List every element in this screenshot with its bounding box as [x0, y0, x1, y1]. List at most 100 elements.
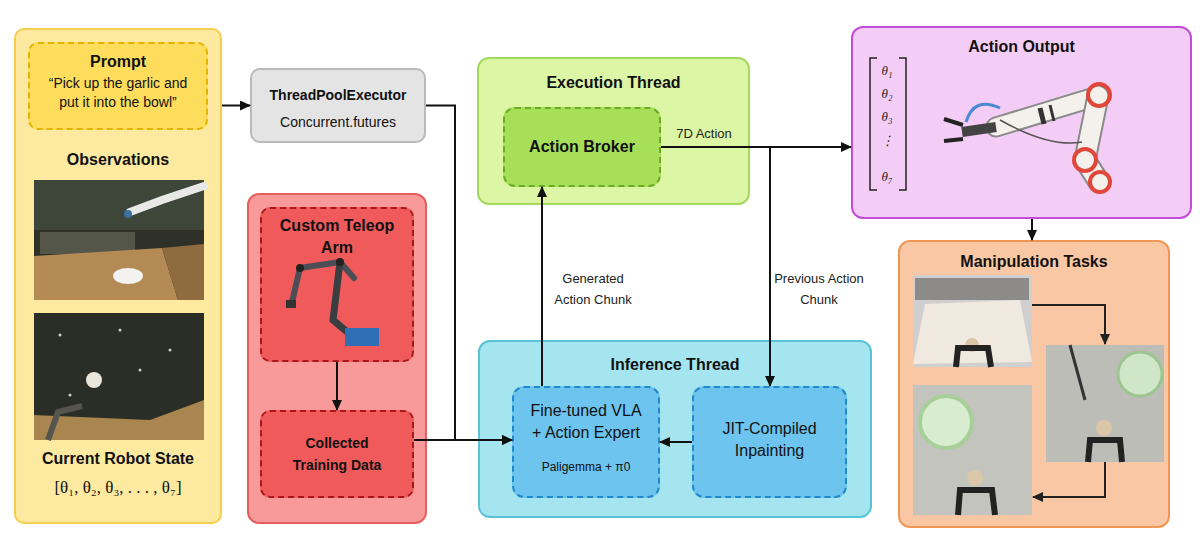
action-matrix-bracket [870, 58, 906, 190]
node-heading: Manipulation Tasks [900, 252, 1168, 272]
node-heading: Action Output [853, 37, 1190, 57]
task-photo [913, 275, 1032, 367]
task-photo [913, 300, 1032, 364]
task-photo [1046, 345, 1164, 462]
observation-photo [113, 268, 143, 284]
robot-arm-illustration [996, 96, 1098, 127]
node-text: Paligemma + π0 [514, 460, 658, 475]
observation-photo [86, 372, 102, 388]
process-box: Action Broker [503, 107, 661, 187]
model-box: Fine-tuned VLA + Action ExpertPaligemma … [512, 386, 660, 498]
task-photo [1070, 345, 1085, 400]
teleop-arm-photo [333, 262, 352, 336]
task-sequence-arrow [1032, 305, 1105, 344]
node-text: [θ₁, θ₂, θ₃, . . . , θ₇] [16, 477, 220, 498]
tasks-panel: Manipulation Tasks [898, 240, 1170, 528]
prompt-box: Prompt“Pick up the garlic and put it int… [28, 42, 208, 130]
teleop-arm-photo [292, 262, 354, 302]
robot-arm-illustration [962, 127, 996, 132]
task-photo [1118, 352, 1162, 396]
observation-photo [119, 329, 122, 332]
task-photo [965, 338, 979, 352]
node-heading: Collected Training Data [282, 432, 392, 476]
thread-panel: Inference ThreadFine-tuned VLA + Action … [478, 340, 872, 518]
task-photo [1096, 420, 1112, 436]
teleop-arm-photo [286, 258, 379, 346]
observation-photo [48, 406, 82, 440]
observation-photo [169, 349, 172, 352]
observation-photo [34, 313, 204, 440]
action-matrix-bracket [899, 58, 906, 190]
teleop-box: Custom Teleop Arm [260, 207, 414, 362]
connector-arrow [541, 187, 543, 386]
robot-arm-illustration [1040, 108, 1044, 124]
teleop-arm-photo [336, 258, 344, 266]
node-text: Current Robot State [16, 449, 220, 469]
connector-arrow [661, 146, 851, 148]
node-heading: Observations [16, 150, 220, 170]
edge-label: Previous Action Chunk [774, 268, 864, 310]
observation-photo [139, 369, 142, 372]
node-text: Concurrent.futures [252, 113, 424, 131]
robot-arm-illustration [966, 104, 1000, 122]
node-heading: JIT-Compiled Inpainting [704, 418, 835, 462]
observation-photo [34, 180, 204, 230]
connector-arrow [222, 105, 250, 107]
observation-photo [69, 394, 72, 397]
task-sequence-arrow [1033, 462, 1105, 497]
connector-arrow [660, 441, 692, 443]
input-panel: ObservationsCurrent Robot State [θ₁, θ₂, … [14, 28, 222, 524]
data-box: Collected Training Data [260, 410, 414, 498]
observation-photo [124, 210, 132, 218]
observation-photo [162, 244, 204, 300]
task-photo [1046, 345, 1164, 462]
observation-photo [130, 186, 204, 212]
teleop-arm-photo [286, 300, 296, 308]
task-photo [956, 348, 991, 367]
thread-panel: Execution ThreadAction Broker [477, 57, 750, 205]
node-heading: Action Broker [505, 137, 659, 157]
node-heading: Prompt [30, 52, 206, 72]
task-photo [958, 490, 995, 515]
node-heading: Inference Thread [480, 355, 870, 375]
observation-photo [34, 180, 204, 300]
teleop-arm-photo [345, 328, 379, 346]
node-heading: Custom Teleop Arm [272, 215, 402, 259]
action-matrix-bracket [870, 58, 877, 190]
process-box: JIT-Compiled Inpainting [692, 386, 847, 498]
robot-arm-illustration [1000, 120, 1082, 143]
observation-photo [34, 313, 204, 440]
connector-arrow [661, 147, 770, 386]
robot-arm-illustration [1085, 96, 1099, 182]
task-photo [913, 385, 1032, 515]
connector-arrow [414, 439, 512, 441]
executor-box: ThreadPoolExecutorConcurrent.futures [250, 68, 426, 143]
edge-label: Generated Action Chunk [548, 268, 638, 310]
observation-photo [34, 248, 178, 300]
node-heading: Fine-tuned VLA + Action Expert [525, 400, 647, 444]
connector-arrow [426, 106, 512, 441]
task-photo [913, 275, 1032, 367]
node-heading: ThreadPoolExecutor [252, 86, 424, 104]
task-photo [915, 278, 1029, 300]
node-text: “Pick up the garlic and put it into the … [38, 74, 198, 112]
teleop-arm-photo [296, 264, 304, 272]
robot-arm-illustration [1090, 172, 1110, 192]
output-panel: Action Output [851, 26, 1192, 219]
connector-arrow [1031, 219, 1033, 240]
task-photo [920, 396, 972, 448]
robot-arm-illustration [1050, 105, 1054, 121]
robot-arm-illustration [944, 84, 1110, 192]
robot-arm-illustration [996, 96, 1098, 127]
observation-photo [34, 180, 204, 300]
task-photo [913, 385, 1032, 515]
observation-photo [34, 400, 204, 440]
observation-photo [59, 334, 62, 337]
robot-arm-illustration [1088, 84, 1110, 106]
task-sequence-arrow [1032, 305, 1105, 497]
connector-arrow [336, 362, 338, 410]
robot-arm-illustration [944, 119, 963, 141]
node-heading: Execution Thread [479, 73, 748, 93]
